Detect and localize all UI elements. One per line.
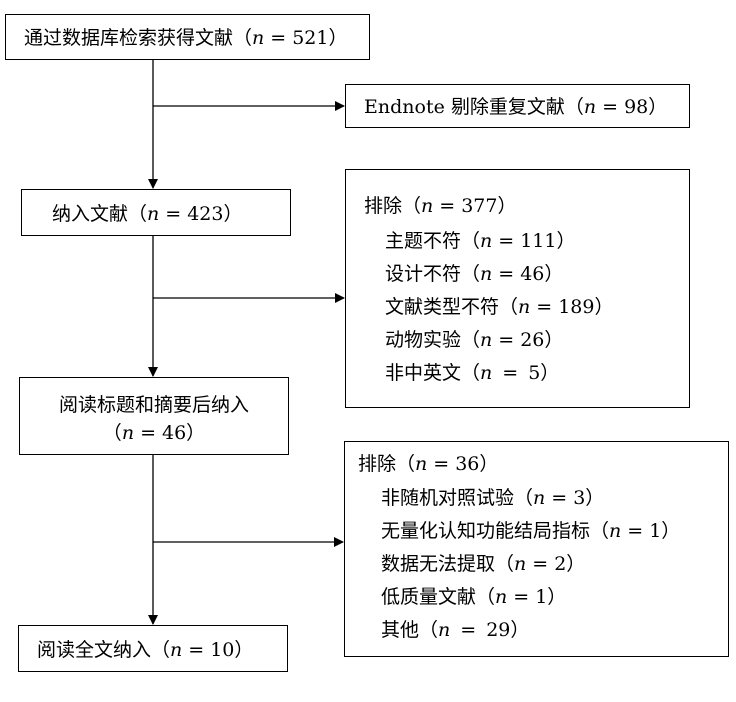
box-excluded-second: 排除（n=36） 非随机对照试验（n=3） 无量化认知功能结局指标（n=1） 数…: [344, 441, 729, 657]
excluded1-item: 非中英文（n=5）: [385, 362, 560, 384]
duplicates-count: 98: [624, 96, 649, 118]
box-endnote-duplicates: Endnote 剔除重复文献（n=98）: [345, 84, 690, 128]
box-full-text-included: 阅读全文纳入（n=10）: [18, 625, 288, 672]
excluded2-item: 其他（n=29）: [381, 619, 530, 641]
final-count: 10: [210, 639, 235, 661]
duplicates-label: Endnote 剔除重复文献: [364, 96, 565, 118]
box-title-abstract-screened: 阅读标题和摘要后纳入 （n=46）: [19, 377, 289, 455]
excluded2-title: 排除（n=36）: [358, 453, 499, 475]
excluded2-item: 低质量文献（n=1）: [381, 586, 567, 608]
excluded2-item: 非随机对照试验（n=3）: [381, 487, 605, 509]
excluded2-item: 数据无法提取（n=2）: [381, 553, 586, 575]
included-count: 423: [187, 203, 224, 225]
search-count: 521: [292, 27, 329, 49]
excluded2-item: 无量化认知功能结局指标（n=1）: [381, 520, 681, 542]
screened-count-row: （n=46）: [102, 422, 206, 444]
excluded1-title: 排除（n=377）: [364, 195, 517, 217]
excluded1-item: 文献类型不符（n=189）: [385, 296, 614, 318]
box-database-search: 通过数据库检索获得文献（n=521）: [5, 14, 370, 60]
included-label: 纳入文献: [52, 203, 129, 225]
final-label: 阅读全文纳入: [37, 639, 152, 661]
excluded1-item: 设计不符（n=46）: [385, 263, 564, 285]
excluded1-item: 主题不符（n=111）: [385, 230, 576, 252]
box-included: 纳入文献（n=423）: [21, 189, 291, 236]
box-excluded-first: 排除（n=377） 主题不符（n=111） 设计不符（n=46） 文献类型不符（…: [345, 169, 690, 408]
excluded1-item: 动物实验（n=26）: [385, 329, 564, 351]
search-label: 通过数据库检索获得文献: [24, 27, 234, 49]
screened-label: 阅读标题和摘要后纳入: [58, 394, 249, 416]
